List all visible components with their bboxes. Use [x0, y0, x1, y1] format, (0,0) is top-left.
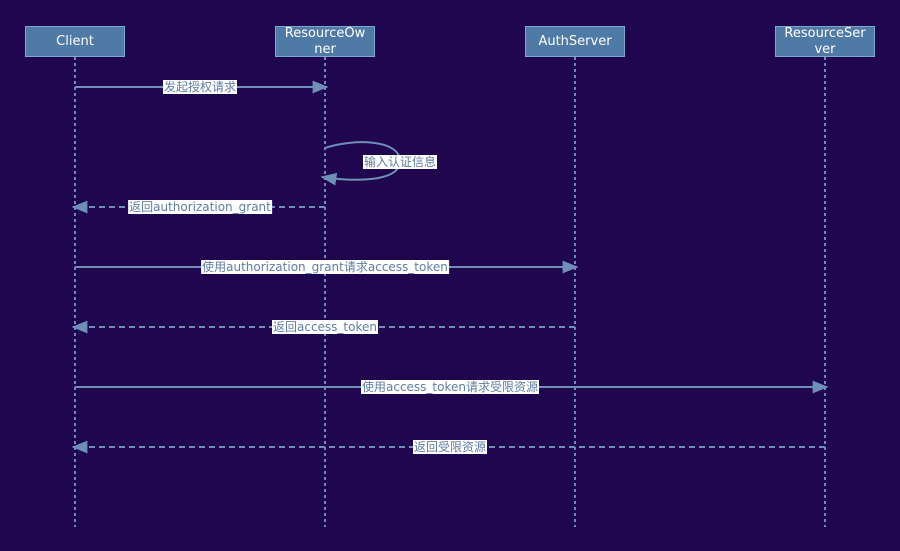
message-label-return-resource: 返回受限资源 — [412, 440, 488, 454]
actor-resource-server: ResourceServer — [775, 26, 875, 57]
message-label-return-authorization-grant: 返回authorization_grant — [128, 200, 272, 214]
actor-resource-owner: ResourceOwner — [275, 26, 375, 57]
message-label-enter-credentials: 输入认证信息 — [362, 155, 438, 169]
message-label-request-access-token: 使用authorization_grant请求access_token — [201, 260, 449, 274]
message-label-return-access-token: 返回access_token — [272, 320, 378, 334]
actor-auth-server: AuthServer — [525, 26, 625, 57]
actor-client: Client — [25, 26, 125, 57]
message-label-request-resource: 使用access_token请求受限资源 — [361, 380, 539, 394]
message-label-request-authorization: 发起授权请求 — [162, 80, 238, 94]
